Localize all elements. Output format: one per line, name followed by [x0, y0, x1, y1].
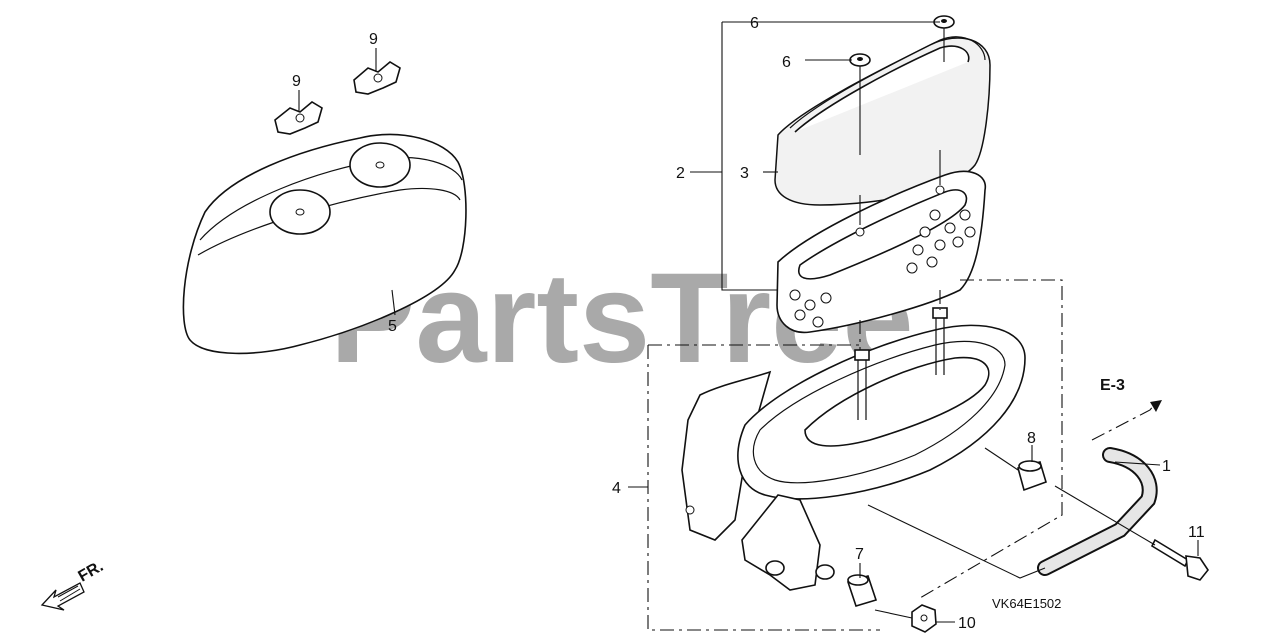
- part-2-paper-element[interactable]: [776, 170, 986, 334]
- part-7-collar[interactable]: [846, 574, 878, 607]
- front-direction-arrow-icon: [40, 582, 85, 611]
- callout-2: 2: [676, 165, 685, 182]
- callout-9-left: 9: [292, 73, 301, 90]
- part-4-case[interactable]: [681, 307, 1026, 591]
- part-9-wing-nut-left[interactable]: [274, 101, 323, 135]
- callout-6-lower: 6: [782, 54, 791, 71]
- callout-3: 3: [740, 165, 749, 182]
- callout-9-right: 9: [369, 31, 378, 48]
- part-3-foam-element[interactable]: [774, 36, 991, 206]
- callout-1: 1: [1162, 458, 1171, 475]
- callout-11: 11: [1188, 524, 1205, 541]
- part-6-grommet-lower[interactable]: [849, 53, 871, 67]
- callout-6-upper: 6: [750, 15, 759, 32]
- leader-lines: [298, 21, 1199, 631]
- front-direction-label: FR.: [76, 558, 107, 586]
- callout-10: 10: [958, 615, 976, 632]
- part-1-breather-tube[interactable]: [1037, 447, 1158, 576]
- part-11-bolt[interactable]: [1150, 538, 1209, 581]
- drawing-code: VK64E1502: [992, 596, 1061, 611]
- part-8-collar[interactable]: [1017, 460, 1047, 492]
- callout-7: 7: [855, 546, 864, 563]
- callout-4: 4: [612, 480, 621, 497]
- callout-8: 8: [1027, 430, 1036, 447]
- reference-label: E-3: [1100, 377, 1125, 394]
- part-9-wing-nut-right[interactable]: [353, 61, 401, 95]
- callout-5: 5: [388, 318, 397, 335]
- part-5-cover[interactable]: [182, 133, 467, 355]
- part-10-flange-nut[interactable]: [911, 604, 937, 633]
